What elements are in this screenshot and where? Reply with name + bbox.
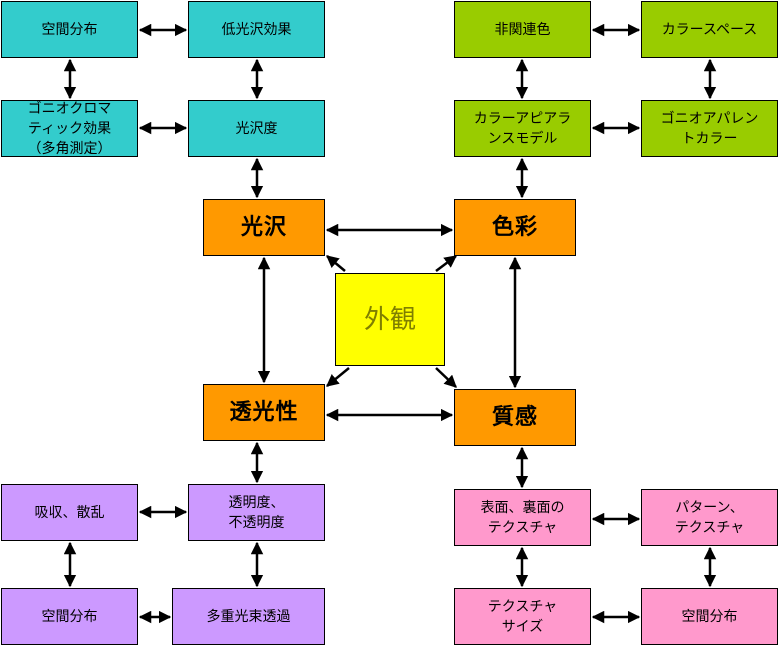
node-color-appearance-model: カラーアピアラ ンスモデル xyxy=(454,100,591,157)
node-texture: 質感 xyxy=(454,389,576,446)
node-low-gloss-effect: 低光沢効果 xyxy=(188,1,325,58)
node-surface-texture: 表面、裏面の テクスチャ xyxy=(454,489,591,546)
connector-appearance-texture xyxy=(435,367,457,388)
node-translucency-spatial-distribution: 空間分布 xyxy=(1,588,138,645)
node-goniopparent-color: ゴニオアパレン トカラー xyxy=(641,100,778,157)
node-color: 色彩 xyxy=(454,199,576,256)
node-texture-size: テクスチャ サイズ xyxy=(454,588,591,645)
node-glossiness: 光沢度 xyxy=(188,100,325,157)
node-translucency: 透光性 xyxy=(203,384,325,441)
node-multiple-beam-transmission: 多重光束透過 xyxy=(172,588,325,645)
node-absorption-scattering: 吸収、散乱 xyxy=(1,484,138,541)
connector-appearance-translucency xyxy=(326,367,350,387)
node-appearance: 外観 xyxy=(335,273,445,366)
node-unrelated-color: 非関連色 xyxy=(454,1,591,58)
node-transparency-opacity: 透明度、 不透明度 xyxy=(188,484,325,541)
node-gloss-spatial-distribution: 空間分布 xyxy=(1,1,138,58)
connector-appearance-gloss xyxy=(326,255,346,272)
node-texture-spatial-distribution: 空間分布 xyxy=(641,588,778,645)
node-goniochromatic-effect: ゴニオクロマ ティック効果 （多角測定） xyxy=(1,100,138,157)
node-gloss: 光沢 xyxy=(203,199,325,256)
node-color-space: カラースペース xyxy=(641,1,778,58)
node-pattern-texture: パターン、 テクスチャ xyxy=(641,489,778,546)
connector-appearance-color xyxy=(435,255,457,272)
